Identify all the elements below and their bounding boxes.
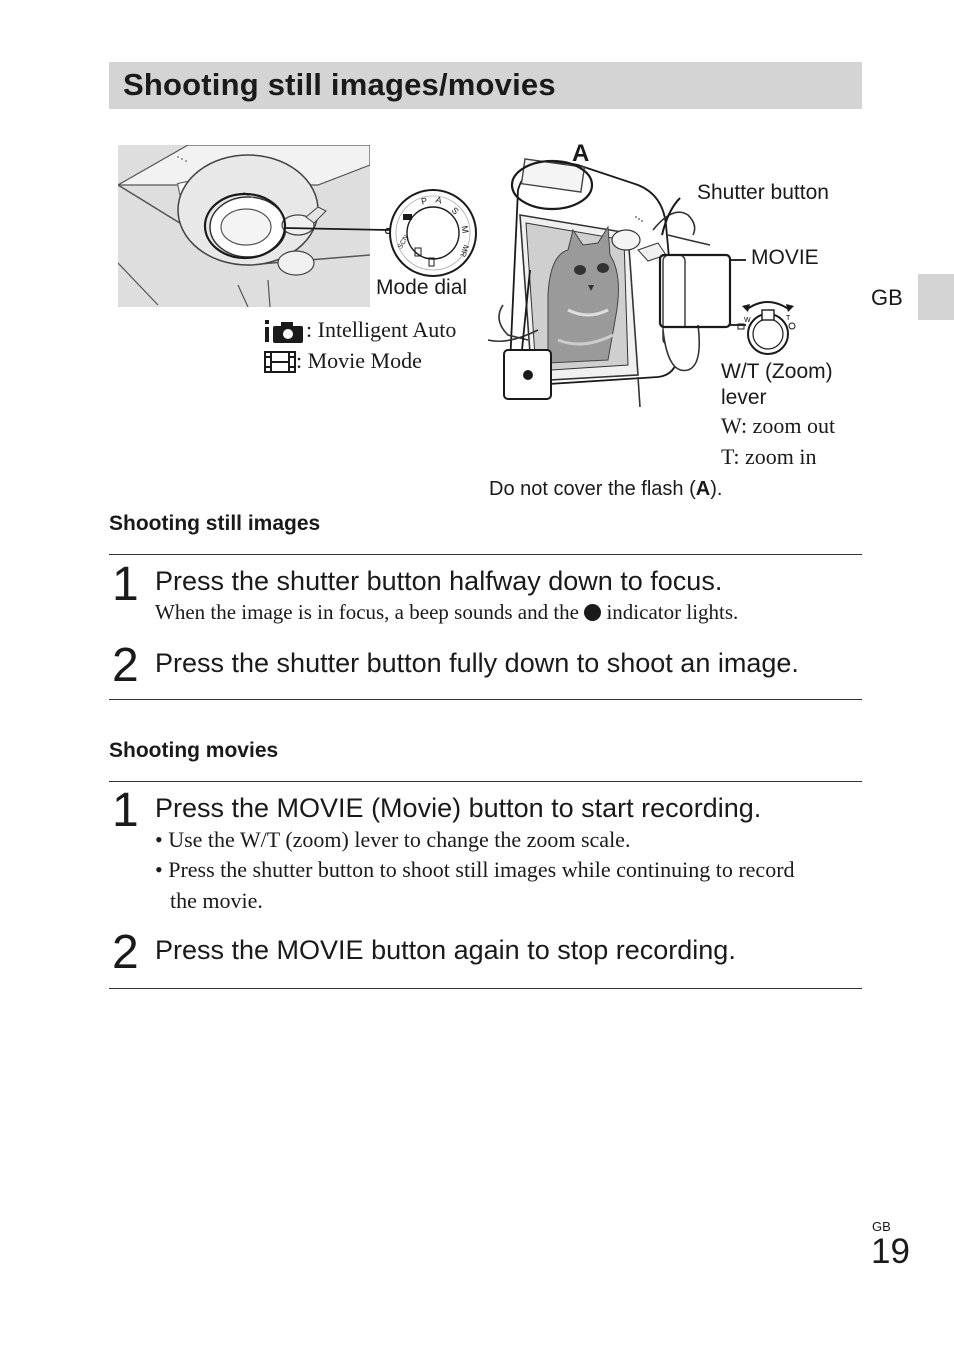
movie-mode-icon bbox=[264, 351, 296, 373]
movie-mode-label: : Movie Mode bbox=[296, 348, 422, 373]
camera-back-illustration bbox=[488, 158, 711, 408]
mode-dial-label: Mode dial bbox=[376, 276, 468, 299]
flash-callout bbox=[510, 159, 594, 211]
movie-section-heading: Shooting movies bbox=[109, 739, 279, 762]
intelligent-auto-label: : Intelligent Auto bbox=[306, 317, 457, 342]
focus-indicator-dot-icon bbox=[584, 604, 602, 621]
movie-button-label: MOVIE bbox=[751, 246, 819, 269]
movie-step-1-bullet-1: • Use the W/T (zoom) lever to change the… bbox=[155, 827, 631, 852]
zoom-lever-icon: W T bbox=[737, 301, 796, 355]
flash-note-post: ). bbox=[710, 478, 723, 500]
flash-note-pre: Do not cover the flash ( bbox=[489, 478, 696, 500]
camera-figure: P A S M MR SCN Mode dial : Intelligent A… bbox=[0, 0, 954, 510]
still-section-heading: Shooting still images bbox=[109, 512, 321, 535]
camera-top-illustration bbox=[118, 145, 370, 307]
mode-dial-icon: P A S M MR SCN bbox=[385, 189, 477, 277]
footer-language: GB bbox=[872, 1219, 891, 1234]
movie-step-2-text: Press the MOVIE button again to stop rec… bbox=[155, 935, 736, 965]
shutter-button-label: Shutter button bbox=[697, 181, 829, 204]
still-step-1-text: Press the shutter button halfway down to… bbox=[155, 566, 723, 596]
dial-mark-a: A bbox=[435, 194, 443, 205]
movie-step-1-bullet-2-text: Press the shutter button to shoot still … bbox=[168, 857, 795, 882]
section-title-bar: Shooting still images/movies bbox=[109, 62, 862, 109]
flash-marker: A bbox=[572, 140, 590, 167]
mode-dial-callout bbox=[203, 192, 391, 260]
movie-section-top-rule bbox=[109, 781, 862, 782]
movie-step-1-bullet-2-cont: the movie. bbox=[170, 888, 263, 913]
t-zoom-in-label: T: zoom in bbox=[721, 444, 817, 469]
dial-mark-s: S bbox=[449, 205, 460, 216]
movie-section-bottom-rule bbox=[109, 988, 862, 989]
wt-t-mark: T bbox=[786, 315, 791, 322]
cat-photo bbox=[547, 225, 619, 364]
page-number: 19 bbox=[871, 1232, 910, 1271]
language-side-label: GB bbox=[871, 285, 903, 310]
movie-step-1-bullet-2: • Press the shutter button to shoot stil… bbox=[155, 857, 795, 882]
still-step-1-sub-pre: When the image is in focus, a beep sound… bbox=[155, 600, 585, 624]
movie-step-1-number: 1 bbox=[112, 784, 139, 837]
still-section-bottom-rule bbox=[109, 699, 862, 700]
intelligent-auto-icon bbox=[265, 320, 303, 343]
movie-step-1-text: Press the MOVIE (Movie) button to start … bbox=[155, 793, 762, 823]
dial-mark-p: P bbox=[420, 195, 428, 206]
still-step-1-sub: When the image is in focus, a beep sound… bbox=[155, 600, 738, 625]
still-section-top-rule bbox=[109, 554, 862, 555]
language-side-tab bbox=[918, 274, 954, 320]
w-zoom-out-label: W: zoom out bbox=[721, 413, 836, 438]
wt-lever-label-2: lever bbox=[721, 386, 767, 409]
still-step-1-number: 1 bbox=[112, 558, 139, 611]
still-step-2-number: 2 bbox=[112, 639, 139, 692]
wt-lever-label-1: W/T (Zoom) bbox=[721, 360, 833, 383]
page-title: Shooting still images/movies bbox=[123, 67, 556, 102]
still-step-2-text: Press the shutter button fully down to s… bbox=[155, 648, 799, 678]
movie-step-1-bullet-1-text: Use the W/T (zoom) lever to change the z… bbox=[168, 827, 631, 852]
flash-note-bold: A bbox=[695, 478, 711, 500]
dial-mark-m: M bbox=[459, 225, 470, 234]
still-step-1-sub-post: indicator lights. bbox=[601, 600, 739, 624]
flash-note: Do not cover the flash (A). bbox=[489, 478, 722, 501]
focus-indicator-box bbox=[503, 270, 552, 400]
movie-step-2-number: 2 bbox=[112, 926, 139, 979]
wt-w-mark: W bbox=[744, 317, 751, 324]
dial-mark-mr: MR bbox=[458, 243, 471, 258]
